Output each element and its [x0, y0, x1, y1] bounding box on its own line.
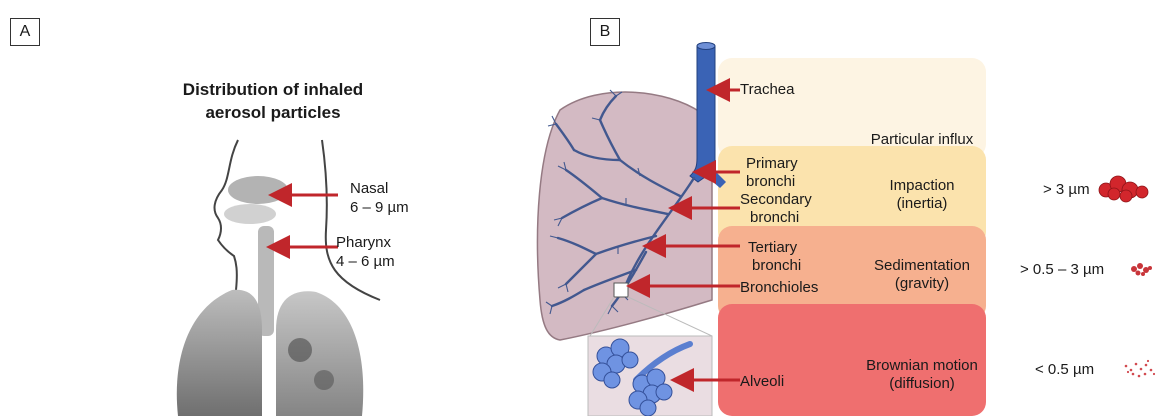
- panel-a-title-line2: aerosol particles: [205, 103, 340, 122]
- size-label-1: > 3 µm: [1043, 181, 1090, 198]
- panel-a-title-line1: Distribution of inhaled: [183, 80, 363, 99]
- pharynx-label: Pharynx: [336, 234, 392, 251]
- large-particle-icon: [1099, 176, 1148, 202]
- lung-spot: [288, 338, 312, 362]
- nasal-label: Nasal: [350, 180, 388, 197]
- size-label-2: > 0.5 – 3 µm: [1020, 261, 1104, 278]
- zone4-label-2: (diffusion): [889, 375, 955, 392]
- zone2-label-1: Impaction: [889, 177, 954, 194]
- panel-b: Trachea Primary bronchi Secondary bronch…: [537, 43, 1155, 416]
- pharynx-size: 4 – 6 µm: [336, 253, 395, 270]
- panel-a: Distribution of inhaled aerosol particle…: [177, 80, 409, 416]
- zone2-label-2: (inertia): [897, 195, 948, 212]
- label-secondary-2: bronchi: [750, 209, 799, 226]
- label-trachea: Trachea: [740, 81, 795, 98]
- trachea-opening: [697, 43, 715, 50]
- label-tertiary-2: bronchi: [752, 257, 801, 274]
- label-bronchioles: Bronchioles: [740, 279, 818, 296]
- oral-cavity: [224, 204, 276, 224]
- left-lung-a: [177, 290, 262, 416]
- zone1-label: Particular influx: [871, 131, 974, 148]
- zone3-label-1: Sedimentation: [874, 257, 970, 274]
- label-primary-2: bronchi: [746, 173, 795, 190]
- label-tertiary-1: Tertiary: [748, 239, 798, 256]
- zoom-box: [614, 283, 628, 297]
- medium-particle-icon: [1131, 263, 1152, 276]
- nasal-size: 6 – 9 µm: [350, 199, 409, 216]
- label-primary-1: Primary: [746, 155, 798, 172]
- zone4-label-1: Brownian motion: [866, 357, 978, 374]
- nasal-cavity: [228, 176, 288, 204]
- small-particle-icon: [1125, 360, 1155, 377]
- label-secondary-1: Secondary: [740, 191, 812, 208]
- label-alveoli: Alveoli: [740, 373, 784, 390]
- zone3-label-2: (gravity): [895, 275, 949, 292]
- size-label-3: < 0.5 µm: [1035, 361, 1094, 378]
- lung-spot: [314, 370, 334, 390]
